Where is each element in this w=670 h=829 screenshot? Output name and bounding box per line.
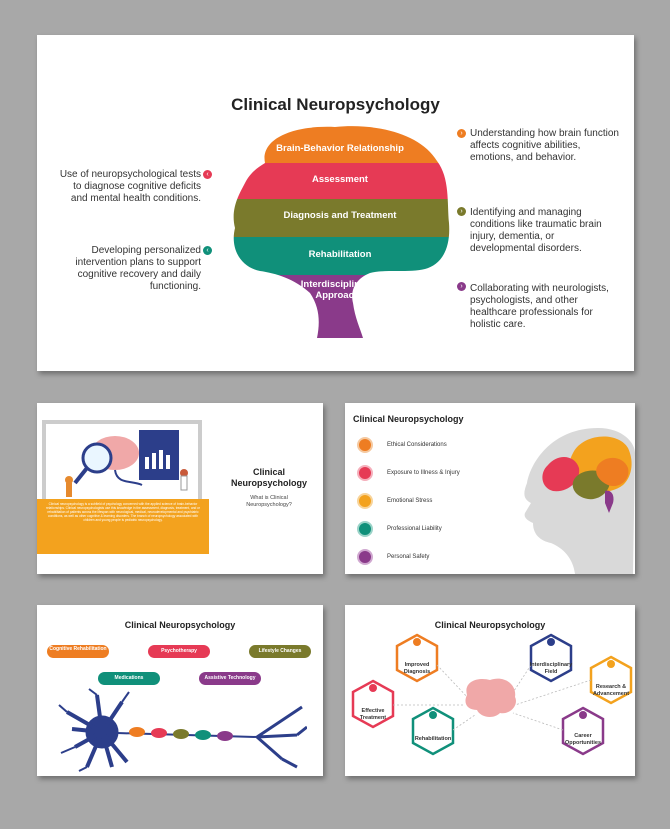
list-item-exposure: Exposure to Illness & Injury bbox=[387, 470, 460, 476]
left-text-assessment: Use of neuropsychological tests to diagn… bbox=[59, 169, 201, 204]
right-text-interdisciplinary: Collaborating with neurologists, psychol… bbox=[470, 283, 609, 330]
slide-3[interactable]: Clinical Neuropsychology Ethical Conside… bbox=[345, 403, 635, 574]
slide-2-subtitle: What is Clinical Neuropsychology? bbox=[246, 495, 292, 508]
right-text-diagnosis: Identifying and managing conditions like… bbox=[470, 207, 602, 254]
hexagon-diagram-icon bbox=[351, 633, 633, 756]
liability-icon bbox=[357, 521, 373, 537]
band-label-diagnosis: Diagnosis and Treatment bbox=[283, 210, 397, 221]
pill-cognitive-rehabilitation: Cognitive Rehabilitation bbox=[47, 645, 109, 658]
pill-medications: Medications bbox=[98, 672, 160, 685]
brain-research-illustration-icon bbox=[65, 430, 188, 497]
band-label-rehabilitation: Rehabilitation bbox=[308, 249, 372, 260]
right-text-brain-behavior: Understanding how brain function affects… bbox=[470, 128, 619, 163]
stress-icon bbox=[357, 493, 373, 509]
slide-2[interactable]: Clinical neuropsychology is a subfield o… bbox=[37, 403, 323, 574]
description-banner: Clinical neuropsychology is a subfield o… bbox=[37, 499, 209, 554]
description-text: Clinical neuropsychology is a subfield o… bbox=[46, 502, 200, 522]
hex-career-opportunities: Career Opportunities bbox=[564, 733, 602, 746]
left-text-rehabilitation: Developing personalized intervention pla… bbox=[75, 245, 201, 292]
safety-icon bbox=[357, 549, 373, 565]
band-label-interdisciplinary: Interdisciplinary Approach bbox=[300, 279, 375, 301]
head-silhouette-icon bbox=[524, 428, 635, 574]
illness-icon bbox=[357, 465, 373, 481]
list-item-ethical: Ethical Considerations bbox=[387, 442, 447, 448]
arrow-left-icon: ‹ bbox=[203, 246, 212, 255]
arrow-right-icon: › bbox=[457, 129, 466, 138]
slide-3-title: Clinical Neuropsychology bbox=[353, 414, 464, 424]
pill-lifestyle-changes: Lifestyle Changes bbox=[249, 645, 311, 658]
list-item-liability: Professional Liability bbox=[387, 526, 442, 532]
neuron-icon bbox=[58, 688, 307, 772]
slide-5[interactable]: Clinical Neuropsychology Improved Diagno… bbox=[345, 605, 635, 776]
hex-rehabilitation: Rehabilitation bbox=[414, 736, 452, 742]
ethics-icon bbox=[357, 437, 373, 453]
hex-research-advancement: Research & Advancement bbox=[592, 684, 630, 697]
list-item-safety: Personal Safety bbox=[387, 554, 430, 560]
pill-assistive-technology: Assistive Technology bbox=[199, 672, 261, 685]
slide-4-title: Clinical Neuropsychology bbox=[124, 620, 236, 630]
band-label-assessment: Assessment bbox=[312, 174, 368, 185]
pill-psychotherapy: Psychotherapy bbox=[148, 645, 210, 658]
brain-shape-icon bbox=[233, 126, 450, 338]
hex-improved-diagnosis: Improved Diagnosis bbox=[403, 662, 431, 675]
brain-infographic: Brain-Behavior Relationship Assessment D… bbox=[225, 123, 455, 338]
arrow-right-icon: › bbox=[457, 282, 466, 291]
slide-5-title: Clinical Neuropsychology bbox=[434, 620, 546, 630]
slide-4[interactable]: Clinical Neuropsychology Cognitive Rehab… bbox=[37, 605, 323, 776]
band-label-brain-behavior: Brain-Behavior Relationship bbox=[276, 143, 404, 154]
arrow-left-icon: ‹ bbox=[203, 170, 212, 179]
hex-effective-treatment: Effective Treatment bbox=[359, 708, 387, 721]
slide-1[interactable]: Clinical Neuropsychology Brain-Behavior … bbox=[37, 35, 634, 371]
illustration-frame bbox=[42, 420, 202, 500]
slide-2-title: Clinical Neuropsychology bbox=[230, 467, 307, 488]
hex-interdisciplinary-field: Interdisciplinary Field bbox=[529, 662, 573, 675]
slide-1-title: Clinical Neuropsychology bbox=[231, 95, 440, 114]
arrow-right-icon: › bbox=[457, 207, 466, 216]
list-item-stress: Emotional Stress bbox=[387, 498, 433, 504]
